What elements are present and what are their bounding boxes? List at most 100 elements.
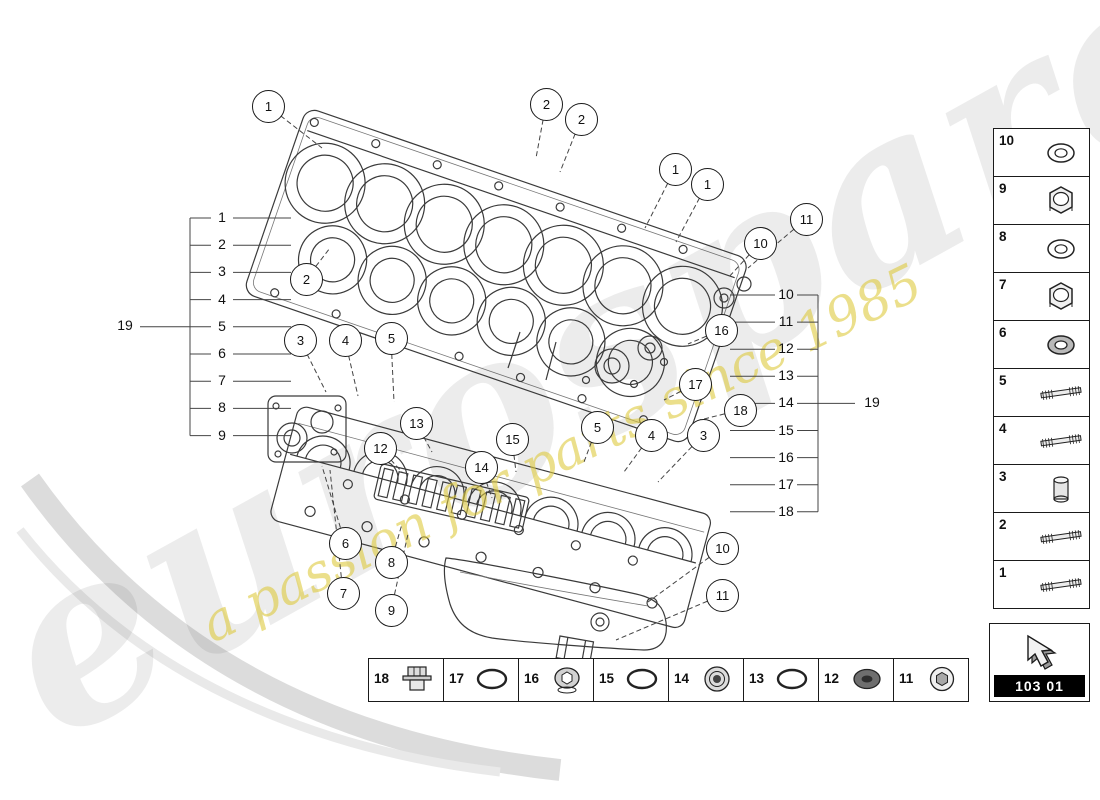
seal-ring-icon <box>1036 327 1086 363</box>
callout-8: 8 <box>375 546 408 579</box>
callout-5: 5 <box>581 411 614 444</box>
parts-cell-13: 13 <box>744 659 819 701</box>
part-number: 5 <box>999 373 1007 388</box>
parts-legend-sidebar: 10 9 8 7 6 5 4 3 2 1 <box>993 128 1090 609</box>
part-number: 16 <box>524 671 540 686</box>
part-number: 6 <box>999 325 1007 340</box>
flat-washer-icon <box>1036 135 1086 171</box>
parts-cell-18: 18 <box>369 659 444 701</box>
part-number: 3 <box>999 469 1007 484</box>
stud-icon <box>1036 375 1086 411</box>
part-number: 10 <box>999 133 1015 148</box>
arrow-icon <box>990 624 1089 674</box>
parts-row-3: 3 <box>994 465 1089 513</box>
right-index-item-14: 14 <box>778 394 794 411</box>
stud-icon <box>1036 567 1086 603</box>
callout-2: 2 <box>530 88 563 121</box>
left-index-item-6: 6 <box>218 345 226 361</box>
callout-4: 4 <box>329 324 362 357</box>
parts-cell-12: 12 <box>819 659 894 701</box>
right-index-item-10: 10 <box>778 286 794 302</box>
left-index-item-1: 1 <box>218 209 226 225</box>
callout-1: 1 <box>252 90 285 123</box>
right-index-item-16: 16 <box>778 448 794 465</box>
callout-2: 2 <box>565 103 598 136</box>
flat-washer-icon <box>1036 231 1086 267</box>
stud-icon <box>1036 519 1086 555</box>
screw-plug-icon <box>543 662 591 698</box>
part-number: 2 <box>999 517 1007 532</box>
callout-3: 3 <box>284 324 317 357</box>
hex-nut-icon <box>1036 183 1086 219</box>
callout-12: 12 <box>364 432 397 465</box>
callout-14: 14 <box>465 451 498 484</box>
socket-plug-icon <box>693 662 741 698</box>
parts-row-5: 5 <box>994 369 1089 417</box>
callout-4: 4 <box>635 419 668 452</box>
parts-row-4: 4 <box>994 417 1089 465</box>
o-ring-icon <box>768 662 816 698</box>
left-index-item-2: 2 <box>218 236 226 253</box>
left-index-group-label: 19 <box>117 317 133 333</box>
callout-9: 9 <box>375 594 408 627</box>
parts-legend-bottom-strip: 18 17 16 15 14 13 12 11 <box>368 658 969 702</box>
parts-row-2: 2 <box>994 513 1089 561</box>
callout-6: 6 <box>329 527 362 560</box>
hex-nut-icon <box>1036 279 1086 315</box>
right-index-item-13: 13 <box>778 367 794 384</box>
part-number: 9 <box>999 181 1007 196</box>
callout-11: 11 <box>790 203 823 236</box>
parts-cell-17: 17 <box>444 659 519 701</box>
right-index-item-18: 18 <box>778 502 794 519</box>
callout-13: 13 <box>400 407 433 440</box>
oval-plug-icon <box>843 662 891 698</box>
flanged-plug-icon <box>393 662 441 698</box>
parts-row-1: 1 <box>994 561 1089 608</box>
part-number: 17 <box>449 671 465 686</box>
callout-17: 17 <box>679 368 712 401</box>
part-number: 14 <box>674 671 690 686</box>
part-number: 12 <box>824 671 840 686</box>
part-number: 1 <box>999 565 1007 580</box>
parts-row-10: 10 <box>994 129 1089 177</box>
right-index-item-12: 12 <box>778 340 794 357</box>
callout-1: 1 <box>691 168 724 201</box>
callout-10: 10 <box>744 227 777 260</box>
right-index-item-15: 15 <box>778 421 794 438</box>
right-index-item-17: 17 <box>778 475 794 492</box>
parts-row-7: 7 <box>994 273 1089 321</box>
callout-11: 11 <box>706 579 739 612</box>
hex-plug-icon <box>918 662 966 698</box>
left-index-item-5: 5 <box>218 317 226 334</box>
callout-5: 5 <box>375 322 408 355</box>
left-index-item-3: 3 <box>218 263 226 280</box>
callout-15: 15 <box>496 423 529 456</box>
left-index-item-8: 8 <box>218 399 226 416</box>
callout-10: 10 <box>706 532 739 565</box>
page-code-badge: 103 01 <box>989 623 1090 702</box>
callout-7: 7 <box>327 577 360 610</box>
right-index-item-11: 11 <box>778 313 794 330</box>
part-number: 15 <box>599 671 615 686</box>
parts-cell-15: 15 <box>594 659 669 701</box>
o-ring-icon <box>468 662 516 698</box>
parts-cell-16: 16 <box>519 659 594 701</box>
stud-icon <box>1036 423 1086 459</box>
callout-1: 1 <box>659 153 692 186</box>
parts-cell-11: 11 <box>894 659 968 701</box>
right-index-group-label: 19 <box>864 394 880 410</box>
page-code-label: 103 01 <box>994 675 1085 697</box>
part-number: 11 <box>899 671 914 686</box>
part-number: 7 <box>999 277 1007 292</box>
callout-16: 16 <box>705 314 738 347</box>
callout-18: 18 <box>724 394 757 427</box>
part-number: 4 <box>999 421 1007 436</box>
part-number: 18 <box>374 671 390 686</box>
parts-cell-14: 14 <box>669 659 744 701</box>
part-number: 13 <box>749 671 765 686</box>
parts-row-9: 9 <box>994 177 1089 225</box>
callout-2: 2 <box>290 263 323 296</box>
part-number: 8 <box>999 229 1007 244</box>
left-index-item-7: 7 <box>218 372 226 389</box>
